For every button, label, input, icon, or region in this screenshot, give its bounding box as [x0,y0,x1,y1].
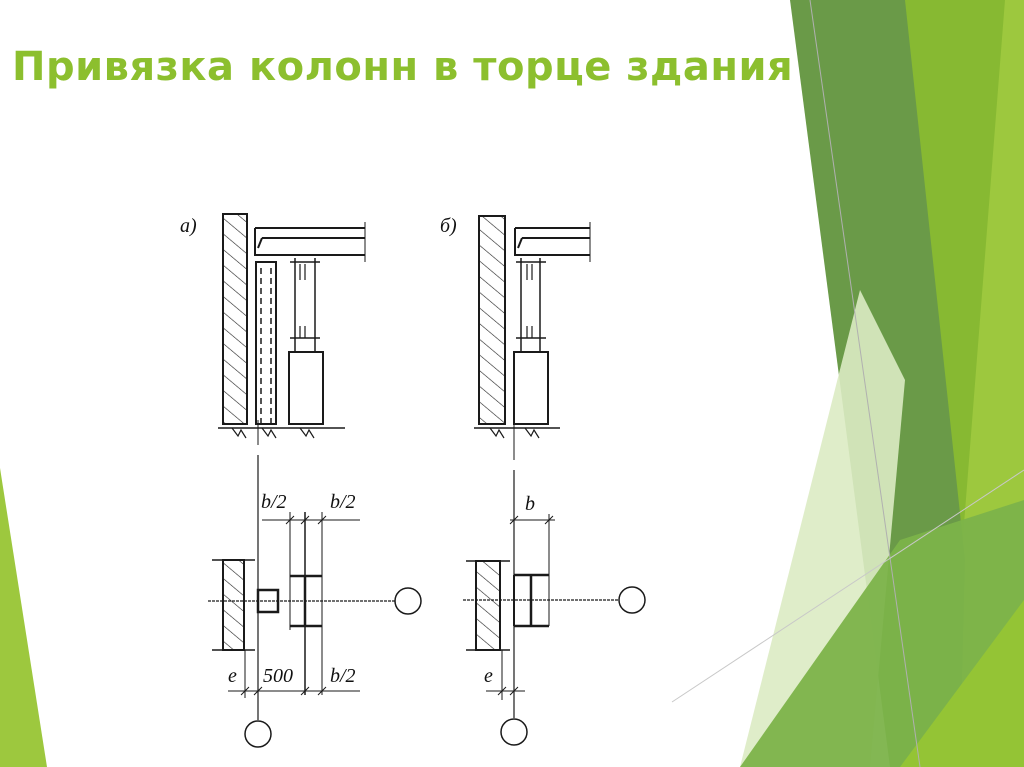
panel-b-label: б) [440,215,457,237]
panel-b-plan: b e [463,470,646,746]
dim-b-e: e [484,665,493,687]
dim-a-500: 500 [263,665,293,687]
dim-b-top: b [525,493,535,515]
panel-b-section: б) [440,215,591,460]
panel-a-label: а) [180,215,197,237]
slide-title: Привязка колонн в торце здания [12,44,794,90]
dim-a-top-2: b/2 [330,491,356,513]
dim-a-e: e [228,665,237,687]
dim-a-top-1: b/2 [261,491,287,513]
panel-a-plan: b/2 b/2 e 500 b/2 [208,455,422,748]
panel-a-section: а) [180,213,366,445]
dim-a-bottom-b2: b/2 [330,665,356,687]
